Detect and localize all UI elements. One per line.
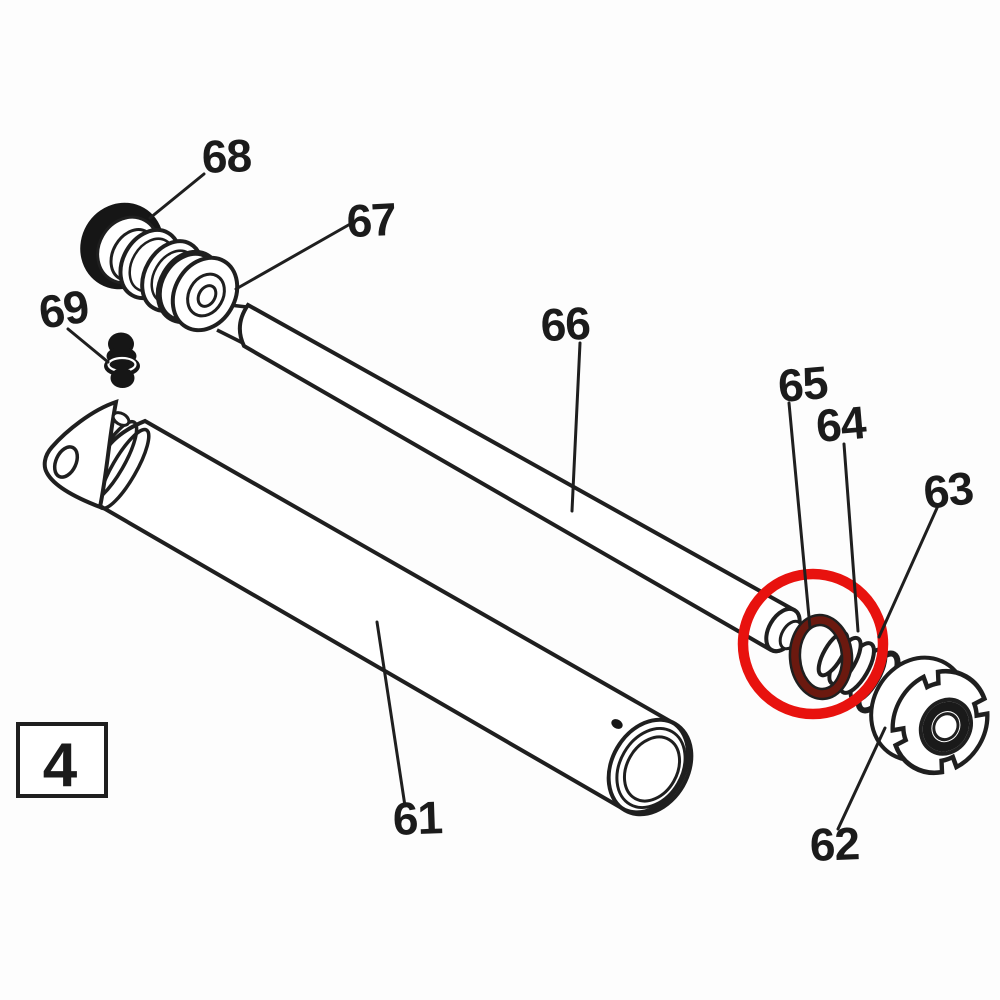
leader-67: [234, 221, 354, 291]
leader-lines: [66, 172, 939, 831]
barrel-mouth-inner: [622, 735, 682, 803]
sheet-number: 4: [43, 731, 78, 800]
clevis-eye-hole: [52, 445, 80, 479]
callout-69: 69: [35, 280, 92, 339]
callout-61: 61: [392, 791, 443, 845]
sheet-number-frame: [16, 722, 108, 798]
barrel-clevis-plate: [42, 399, 119, 510]
piston-face-hub: [196, 284, 218, 308]
clevis-top-hole: [111, 411, 131, 427]
callout-64: 64: [814, 396, 869, 452]
barrel-tube: [94, 418, 690, 815]
callout-67: 67: [345, 193, 397, 248]
plug: [104, 332, 140, 388]
cylinder-barrel: [42, 399, 694, 817]
callout-63: 63: [920, 461, 975, 519]
o-ring-inner-edge: [798, 623, 844, 691]
gland-nut: [869, 655, 990, 776]
leader-62: [836, 726, 887, 831]
rod-neck-bottom-line: [216, 328, 244, 345]
sheet-number-box: 4: [16, 722, 108, 800]
leader-64: [842, 442, 860, 633]
barrel-port-hole: [611, 719, 623, 729]
gland-nut-thread-ring: [922, 701, 970, 752]
piston-assembly: [80, 202, 240, 333]
barrel-mouth-mid: [615, 726, 687, 810]
barrel-mouth-outer: [606, 717, 694, 817]
leader-61: [375, 620, 407, 808]
callout-62: 62: [809, 817, 860, 871]
gland-nut-bore-inner: [932, 712, 960, 742]
callout-labels: 68 67 69 66 65 64 63 62 61: [35, 129, 975, 871]
callout-68: 68: [201, 129, 252, 183]
callout-65: 65: [776, 356, 830, 412]
leader-65: [787, 401, 812, 630]
piston-face-ring: [186, 272, 226, 318]
callout-66: 66: [539, 297, 591, 352]
leader-63: [877, 506, 939, 639]
plug-body: [110, 368, 135, 388]
o-ring-outer-edge: [788, 613, 854, 701]
o-ring-band: [789, 615, 853, 699]
o-ring: [788, 613, 854, 701]
leader-68: [148, 172, 206, 220]
highlight-circle: [737, 568, 889, 720]
leader-66: [570, 341, 582, 513]
leader-69: [66, 327, 110, 364]
